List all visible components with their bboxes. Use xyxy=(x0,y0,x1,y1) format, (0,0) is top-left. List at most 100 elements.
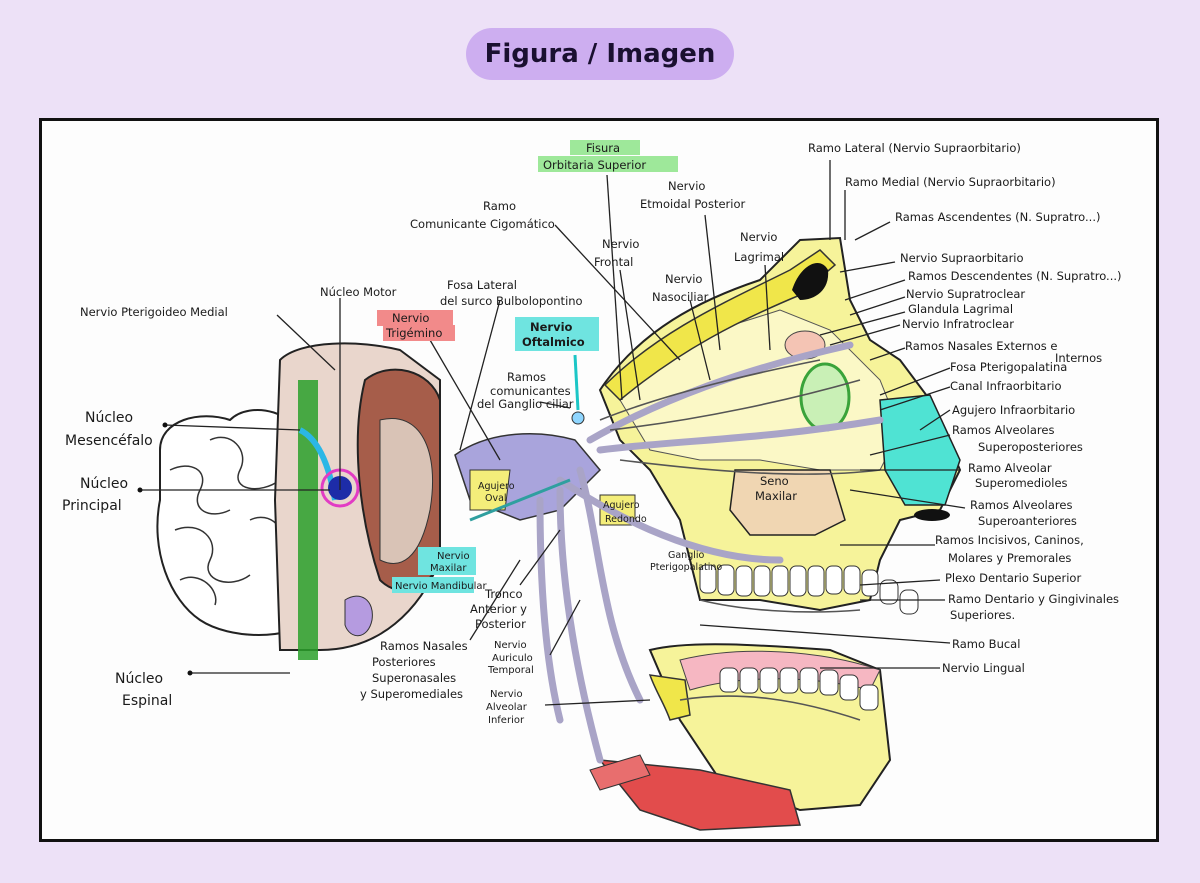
label-ramos-descendentes: Ramos Descendentes (N. Supratro...) xyxy=(908,269,1122,283)
label-nervio-pterigoideo: Nervio Pterigoideo Medial xyxy=(80,305,228,319)
leader-dots xyxy=(137,422,193,676)
label-ramo-alv-sm-2: Superomedioles xyxy=(975,476,1068,490)
label-nervio-alveolar-2: Alveolar xyxy=(486,702,528,713)
label-ramo-comunicante-1: Ramo xyxy=(483,199,516,213)
label-nervio-frontal-2: Frontal xyxy=(594,255,633,269)
label-ramos-incisivos-2: Molares y Premorales xyxy=(948,551,1071,565)
lower-teeth xyxy=(719,667,879,711)
label-fisura: Fisura xyxy=(586,141,620,155)
label-nucleo-espinal-2: Espinal xyxy=(122,693,172,709)
label-nervio-etmoidal-2: Etmoidal Posterior xyxy=(640,197,746,211)
label-nervio-lagrimal-1: Nervio xyxy=(740,230,777,244)
trigemino-highlight-1 xyxy=(377,310,453,326)
label-ramos-comunicantes-1: Ramos xyxy=(507,370,546,384)
label-nervio-trigemino-1: Nervio xyxy=(392,311,429,325)
orbit-ring xyxy=(799,362,851,432)
label-tronco-1: Tronco xyxy=(484,587,523,601)
label-ramos-incisivos-1: Ramos Incisivos, Caninos, xyxy=(935,533,1084,547)
label-orbitaria: Orbitaria Superior xyxy=(543,158,646,172)
label-nervio-nasociliar-1: Nervio xyxy=(665,272,702,286)
label-nervio-oftalmico-1: Nervio xyxy=(530,320,573,334)
maxilar-highlight xyxy=(418,547,476,575)
pons-inner xyxy=(379,418,434,564)
label-nervio-auriculo-2: Auriculo xyxy=(492,653,533,664)
label-ramo-lateral: Ramo Lateral (Nervio Supraorbitario) xyxy=(808,141,1021,155)
label-nervio-infratroclear: Nervio Infratroclear xyxy=(902,317,1014,331)
label-ganglio-pterigo-2: Pterigopalatino xyxy=(650,562,722,573)
label-ramos-alv-sp-1: Ramos Alveolares xyxy=(952,423,1054,437)
label-nucleo-principal-1: Núcleo xyxy=(80,476,128,492)
muscle-tendon xyxy=(589,754,651,791)
spinal-tract xyxy=(298,380,318,660)
label-nervio-trigemino-2: Trigémino xyxy=(385,326,442,340)
label-ramos-nasales-post-1: Ramos Nasales xyxy=(380,639,468,653)
fine-nerve-lines xyxy=(599,359,881,721)
upper-teeth xyxy=(699,564,919,615)
label-nervio-auriculo-1: Nervio xyxy=(494,640,527,651)
diagram-frame: Fisura Orbitaria Superior Ramo Comunican… xyxy=(39,118,1159,842)
medulla-structure xyxy=(344,595,373,637)
label-ramos-nasales-post-2: Posteriores xyxy=(372,655,436,669)
trigemino-highlight-2 xyxy=(383,325,455,341)
skull-illustration xyxy=(589,236,962,831)
label-seno-maxilar-2: Maxilar xyxy=(755,489,797,503)
label-ramos-alv-sp-2: Superoposteriores xyxy=(978,440,1083,454)
label-nervio-oftalmico-2: Oftalmico xyxy=(522,335,585,349)
label-nucleo-mesencefalo-1: Núcleo xyxy=(85,410,133,426)
brain-illustration xyxy=(156,342,441,660)
nostril xyxy=(914,509,950,521)
label-ramos-nasales-post-4: y Superomediales xyxy=(360,687,463,701)
label-ramo-dentario-1: Ramo Dentario y Gingivinales xyxy=(948,592,1119,606)
label-nucleo-motor: Núcleo Motor xyxy=(320,285,397,299)
frontal-nerve-band xyxy=(603,249,837,402)
maxillary-nerve-line xyxy=(469,478,571,522)
label-canal-infraorbitario: Canal Infraorbitario xyxy=(950,379,1062,393)
label-nervio-frontal-1: Nervio xyxy=(602,237,639,251)
label-tronco-2: Anterior y xyxy=(470,602,527,616)
label-nucleo-mesencefalo-2: Mesencéfalo xyxy=(65,433,153,449)
label-ramo-dentario-2: Superiores. xyxy=(950,608,1015,622)
page-title: Figura / Imagen xyxy=(466,28,734,80)
label-tronco-3: Posterior xyxy=(475,617,526,631)
label-nervio-lagrimal-2: Lagrimal xyxy=(734,250,784,264)
label-fosa-lateral-2: del surco Bulbolopontino xyxy=(440,294,583,308)
label-nervio-alveolar-1: Nervio xyxy=(490,689,523,700)
label-nervio-maxilar-1: Nervio xyxy=(437,551,470,562)
label-nervio-auriculo-3: Temporal xyxy=(487,665,534,676)
masseter-muscle xyxy=(598,759,801,831)
label-nervio-nasociliar-2: Nasociliar xyxy=(652,290,709,304)
label-agujero-infraorbitario: Agujero Infraorbitario xyxy=(952,403,1075,417)
label-ramo-bucal: Ramo Bucal xyxy=(952,637,1020,651)
oftalmico-highlight xyxy=(515,317,599,351)
supraorbital-foramen xyxy=(792,262,829,300)
label-glandula-lagrimal: Glandula Lagrimal xyxy=(908,302,1013,316)
fisura-highlight xyxy=(570,140,640,155)
leader-lines xyxy=(140,160,966,706)
label-nervio-supraorbitario: Nervio Supraorbitario xyxy=(900,251,1024,265)
label-ramos-nasales-ext-1: Ramos Nasales Externos e xyxy=(905,339,1058,353)
label-ramos-alv-sa-1: Ramos Alveolares xyxy=(970,498,1072,512)
label-fosa-pterigopalatina: Fosa Pterigopalatina xyxy=(950,360,1067,374)
label-nervio-supratroclear: Nervio Supratroclear xyxy=(906,287,1025,301)
label-nervio-mandibular: Nervio Mandibular xyxy=(395,581,488,592)
label-ganglio-pterigo-1: Ganglio xyxy=(668,550,705,561)
maxillary-sinus xyxy=(729,469,846,536)
mental-nerve xyxy=(648,674,691,721)
label-agujero-redondo-1: Agujero xyxy=(603,500,640,511)
label-fosa-lateral-1: Fosa Lateral xyxy=(447,278,517,292)
label-nucleo-espinal-1: Núcleo xyxy=(115,671,163,687)
label-nervio-etmoidal-1: Nervio xyxy=(668,179,705,193)
label-group: Fisura Orbitaria Superior Ramo Comunican… xyxy=(62,141,1122,726)
label-seno-maxilar-1: Seno xyxy=(760,474,789,488)
label-nervio-maxilar-2: Maxilar xyxy=(430,563,467,574)
label-ramos-comunicantes-2: comunicantes xyxy=(490,384,571,398)
label-nervio-lingual: Nervio Lingual xyxy=(942,661,1025,675)
label-ramo-comunicante-2: Comunicante Cigomático xyxy=(410,217,555,231)
label-ramo-alv-sm-1: Ramo Alveolar xyxy=(968,461,1052,475)
label-agujero-oval-1: Agujero xyxy=(478,481,515,492)
label-ramos-comunicantes-3: del Ganglio ciliar xyxy=(477,397,574,411)
orbitaria-highlight xyxy=(538,156,678,172)
label-agujero-oval-2: Oval xyxy=(485,493,507,504)
mandibular-highlight xyxy=(392,577,474,593)
trigeminal-nerve-diagram: Fisura Orbitaria Superior Ramo Comunican… xyxy=(62,140,1122,831)
